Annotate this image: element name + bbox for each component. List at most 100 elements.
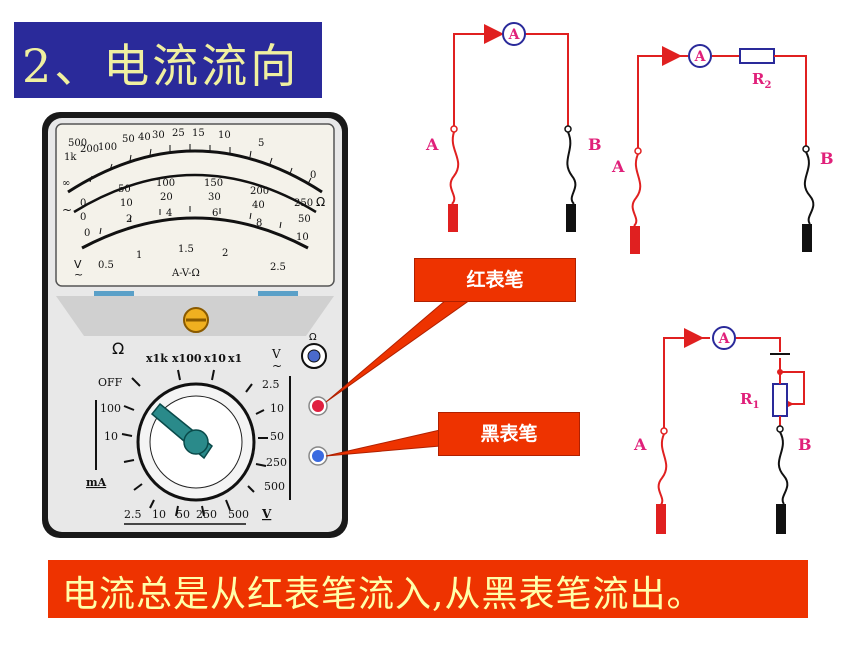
unit-label: A-V-Ω xyxy=(171,268,200,279)
probe-tip-b-2 xyxy=(802,145,810,153)
red-lead-2 xyxy=(631,153,642,227)
svg-text:x1k: x1k xyxy=(146,352,168,365)
ammeter-3-label: A xyxy=(718,331,731,347)
ohm-adjust-center xyxy=(307,349,321,363)
v-ac-tilde: ~ xyxy=(272,359,282,373)
dc-scale-arc xyxy=(73,173,317,214)
red-lead-1 xyxy=(449,131,460,205)
svg-text:250: 250 xyxy=(196,508,217,521)
svg-text:15: 15 xyxy=(192,128,205,139)
dc-scale-labels-3: 0 2 4 6 8 10 xyxy=(84,208,309,243)
conclusion-banner xyxy=(48,560,808,618)
mirror-strip-right xyxy=(258,291,298,297)
svg-text:0: 0 xyxy=(84,228,90,239)
svg-text:4: 4 xyxy=(166,208,172,219)
circuit-2-wire-right xyxy=(774,55,807,146)
svg-text:2: 2 xyxy=(126,214,132,225)
svg-text:150: 150 xyxy=(204,178,223,189)
title-banner xyxy=(14,22,322,98)
ohm-range-symbol: Ω xyxy=(112,339,124,358)
terminal-a-3: A xyxy=(633,435,647,454)
red-lead-3 xyxy=(657,433,668,507)
ammeter-2-label: A xyxy=(694,49,707,65)
red-probe-jack[interactable] xyxy=(312,400,324,412)
svg-text:30: 30 xyxy=(208,192,221,203)
svg-text:10: 10 xyxy=(270,402,284,415)
svg-text:x1: x1 xyxy=(228,352,242,365)
selector-ticks xyxy=(121,369,268,517)
conclusion-text: 电流总是从红表笔流入,从黑表笔流出。 xyxy=(62,574,704,615)
circuit-1: A A B xyxy=(425,22,602,232)
svg-text:0.5: 0.5 xyxy=(98,260,114,271)
black-probe-jack[interactable] xyxy=(312,450,324,462)
svg-text:2.5: 2.5 xyxy=(262,378,280,391)
multimeter: ∞ 1k 500 200 100 50 40 30 25 15 10 5 0 0… xyxy=(42,112,348,538)
svg-text:50: 50 xyxy=(118,184,131,195)
svg-text:250: 250 xyxy=(266,456,287,469)
probe-tip-b-3 xyxy=(776,425,784,433)
range-labels-right: 2.5 10 50 250 500 xyxy=(262,378,287,493)
dc-scale-labels-1: 0 50 100 150 200 250 xyxy=(80,178,313,209)
black-probe-1 xyxy=(566,204,576,232)
circuit-3-wire-top xyxy=(736,337,781,352)
svg-text:100: 100 xyxy=(100,402,121,415)
range-labels-left: OFF 100 10 mA xyxy=(86,376,123,489)
terminal-b-2: B xyxy=(820,149,834,168)
svg-text:40: 40 xyxy=(138,132,151,143)
circuit-2-wire-left xyxy=(637,55,688,148)
dc-scale-labels-2: 0 10 20 30 40 50 xyxy=(80,192,311,225)
resistor-r1 xyxy=(772,383,788,417)
svg-text:50: 50 xyxy=(176,508,190,521)
svg-text:2.5: 2.5 xyxy=(270,262,286,273)
black-probe-2 xyxy=(802,224,812,252)
svg-text:500: 500 xyxy=(264,480,285,493)
ammeter-1-label: A xyxy=(508,27,521,43)
terminal-b-3: B xyxy=(798,435,812,454)
black-probe-3 xyxy=(776,504,786,534)
probe-tip-b-1 xyxy=(564,125,572,133)
resistor-r2-label: R2 xyxy=(752,70,771,91)
black-lead-1 xyxy=(566,131,577,205)
svg-text:50: 50 xyxy=(270,430,284,443)
ammeter-3 xyxy=(712,326,736,350)
probe-tip-a-2 xyxy=(634,147,642,155)
svg-text:0: 0 xyxy=(80,212,86,223)
terminal-a-2: A xyxy=(611,157,625,176)
scale-ticks xyxy=(89,144,312,235)
svg-text:6: 6 xyxy=(212,208,218,219)
svg-text:250: 250 xyxy=(294,198,313,209)
svg-text:8: 8 xyxy=(256,218,262,229)
range-labels-top: x1k x100 x10 x1 xyxy=(146,352,242,365)
svg-text:OFF: OFF xyxy=(98,376,123,389)
svg-text:mA: mA xyxy=(86,476,107,489)
red-probe-3 xyxy=(656,504,666,534)
svg-text:1k: 1k xyxy=(64,152,77,163)
ammeter-2 xyxy=(688,44,712,68)
ac-scale-arc xyxy=(81,216,309,250)
svg-text:30: 30 xyxy=(152,130,165,141)
svg-text:∞: ∞ xyxy=(62,178,70,189)
resistor-r2 xyxy=(739,48,775,64)
v-dc-label: V xyxy=(261,507,272,521)
probe-tip-a-3 xyxy=(660,427,668,435)
ammeter-1 xyxy=(502,22,526,46)
black-lead-2 xyxy=(803,151,815,225)
circuit-3-wire-left xyxy=(663,337,710,428)
svg-text:x100: x100 xyxy=(172,352,202,365)
probe-tip-a-1 xyxy=(450,125,458,133)
terminal-b-1: B xyxy=(588,135,602,154)
svg-text:200: 200 xyxy=(250,186,269,197)
dc-symbol-left: V xyxy=(74,258,82,271)
svg-text:2.5: 2.5 xyxy=(124,508,142,521)
svg-text:25: 25 xyxy=(172,128,185,139)
selector-knob-hub[interactable] xyxy=(183,429,209,455)
ac-scale-labels: 0.5 1 1.5 2 2.5 xyxy=(98,244,286,273)
svg-text:x10: x10 xyxy=(204,352,226,365)
svg-text:10: 10 xyxy=(296,232,309,243)
resistor-r1-label: R1 xyxy=(740,390,759,411)
svg-text:100: 100 xyxy=(156,178,175,189)
ohm-adjust-symbol: Ω xyxy=(309,332,317,343)
svg-text:10: 10 xyxy=(104,430,118,443)
svg-text:200: 200 xyxy=(80,144,99,155)
